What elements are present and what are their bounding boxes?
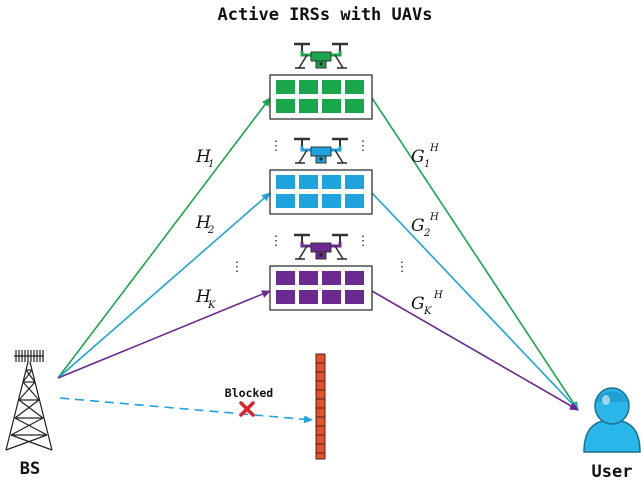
diagram-title: Active IRSs with UAVs bbox=[218, 5, 433, 25]
label-g1: G 1 H bbox=[411, 143, 439, 170]
svg-text:H: H bbox=[429, 212, 439, 223]
irs-element bbox=[322, 290, 341, 304]
blocked-cross-icon bbox=[239, 401, 255, 417]
link-bs-blocked bbox=[59, 397, 313, 424]
ellipsis-left-2: ⋮ bbox=[270, 234, 283, 249]
label-gk: G K H bbox=[411, 290, 443, 317]
irs-element bbox=[322, 175, 341, 189]
svg-text:H: H bbox=[195, 287, 212, 307]
irs-element bbox=[299, 80, 318, 94]
svg-text:1: 1 bbox=[424, 159, 430, 170]
irs-1-panel bbox=[269, 74, 373, 120]
svg-text:K: K bbox=[423, 306, 432, 317]
irs-element bbox=[276, 80, 295, 94]
link-irsk-user bbox=[371, 290, 579, 411]
bs-label: BS bbox=[20, 459, 40, 479]
svg-text:H: H bbox=[429, 143, 439, 154]
svg-text:G: G bbox=[411, 147, 425, 167]
ellipsis-left-1: ⋮ bbox=[270, 139, 283, 154]
irs-element bbox=[322, 194, 341, 208]
svg-text:2: 2 bbox=[207, 225, 214, 236]
label-g2: G 2 H bbox=[411, 212, 439, 239]
label-h1: H 1 bbox=[195, 147, 214, 170]
irs-element bbox=[299, 194, 318, 208]
svg-text:H: H bbox=[195, 213, 212, 233]
svg-text:1: 1 bbox=[208, 159, 214, 170]
svg-text:G: G bbox=[411, 294, 425, 314]
svg-text:G: G bbox=[411, 216, 425, 236]
irs-element bbox=[276, 99, 295, 113]
svg-text:H: H bbox=[433, 290, 443, 301]
link-bs-irs2 bbox=[57, 192, 271, 379]
link-irs2-user bbox=[371, 192, 579, 411]
irs-element bbox=[345, 290, 364, 304]
irs-element bbox=[345, 194, 364, 208]
irs-element bbox=[276, 194, 295, 208]
irs-element bbox=[299, 99, 318, 113]
irs-k-panel bbox=[269, 265, 373, 311]
link-bs-irsk bbox=[57, 290, 271, 379]
svg-text:K: K bbox=[207, 300, 216, 311]
user-label: User bbox=[592, 462, 633, 482]
ellipsis-far-left: ⋮ bbox=[231, 260, 244, 275]
blocked-label: Blocked bbox=[225, 386, 274, 400]
irs-element bbox=[345, 99, 364, 113]
ellipsis-far-right: ⋮ bbox=[396, 260, 409, 275]
irs-element bbox=[345, 271, 364, 285]
irs-element bbox=[299, 175, 318, 189]
antenna-tower-icon bbox=[5, 350, 53, 451]
svg-text:H: H bbox=[195, 147, 212, 167]
drone-icon bbox=[294, 233, 348, 260]
obstacle-wall bbox=[315, 353, 326, 460]
irs-element bbox=[322, 99, 341, 113]
link-bs-irs1 bbox=[57, 97, 271, 379]
ellipsis-right-1: ⋮ bbox=[357, 139, 370, 154]
drone-icon bbox=[294, 42, 348, 69]
ellipsis-right-2: ⋮ bbox=[357, 234, 370, 249]
irs-element bbox=[345, 175, 364, 189]
irs-element bbox=[299, 290, 318, 304]
irs-element bbox=[322, 80, 341, 94]
irs-element bbox=[322, 271, 341, 285]
irs-element bbox=[299, 271, 318, 285]
label-hk: H K bbox=[195, 287, 216, 311]
user-avatar-icon bbox=[583, 387, 641, 453]
label-h2: H 2 bbox=[195, 213, 214, 236]
svg-text:2: 2 bbox=[423, 228, 430, 239]
irs-2-panel bbox=[269, 169, 373, 215]
drone-icon bbox=[294, 137, 348, 164]
link-irs1-user bbox=[371, 97, 579, 411]
irs-element bbox=[345, 80, 364, 94]
irs-element bbox=[276, 290, 295, 304]
irs-element bbox=[276, 175, 295, 189]
irs-element bbox=[276, 271, 295, 285]
